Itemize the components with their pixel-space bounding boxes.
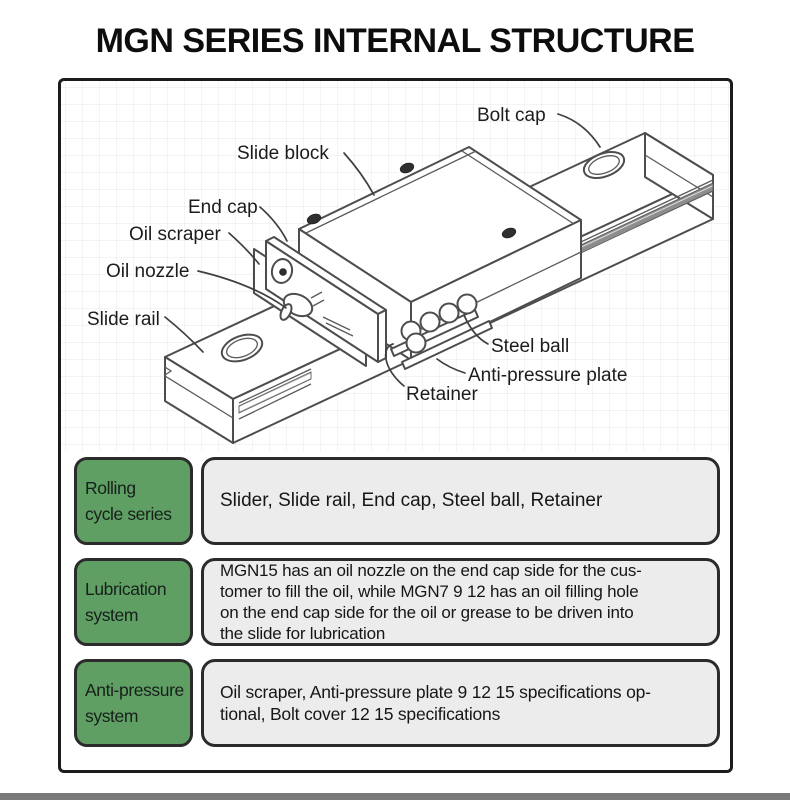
row-label-line: Anti-pressure bbox=[85, 680, 184, 700]
leader-anti-pressure-plate bbox=[436, 358, 466, 374]
leader-slide-rail bbox=[164, 316, 204, 353]
row-label-anti-pressure: Anti-pressure system bbox=[74, 659, 193, 747]
part-labels: Bolt cap Slide block End cap Oil scraper… bbox=[87, 105, 627, 405]
row-content-line: the slide for lubrication bbox=[220, 624, 386, 643]
row-label-line: system bbox=[85, 706, 139, 726]
row-label-line: cycle series bbox=[85, 504, 172, 524]
spec-row-anti-pressure: Anti-pressure system Oil scraper, Anti-p… bbox=[61, 659, 730, 747]
row-label-rolling-cycle: Rolling cycle series bbox=[74, 457, 193, 545]
leader-oil-scraper bbox=[228, 232, 260, 265]
footer-bar bbox=[0, 793, 790, 800]
leader-retainer bbox=[384, 343, 405, 387]
leader-steel-ball bbox=[463, 314, 489, 345]
label-oil-nozzle: Oil nozzle bbox=[106, 261, 189, 282]
leader-slide-block bbox=[343, 152, 375, 196]
label-anti-pressure-plate: Anti-pressure plate bbox=[468, 365, 627, 386]
label-end-cap: End cap bbox=[188, 197, 258, 218]
row-content-line: on the end cap side for the oil or greas… bbox=[220, 603, 634, 622]
label-steel-ball: Steel ball bbox=[491, 336, 569, 357]
leader-end-cap bbox=[259, 206, 288, 242]
linear-guide-illustration: Bolt cap Slide block End cap Oil scraper… bbox=[87, 105, 714, 444]
leader-lines bbox=[164, 113, 601, 387]
structure-board: Bolt cap Slide block End cap Oil scraper… bbox=[58, 78, 733, 773]
block-screw-hole bbox=[501, 227, 517, 239]
spec-row-rolling-cycle: Rolling cycle series Slider, Slide rail,… bbox=[61, 457, 730, 545]
bolt-cap-hole bbox=[582, 151, 626, 179]
label-oil-scraper: Oil scraper bbox=[129, 224, 222, 245]
label-slide-block: Slide block bbox=[237, 143, 329, 164]
label-retainer: Retainer bbox=[406, 384, 478, 405]
row-label-line: system bbox=[85, 605, 139, 625]
row-label-line: Lubrication bbox=[85, 579, 167, 599]
block-screw-hole bbox=[399, 162, 415, 174]
row-content-anti-pressure: Oil scraper, Anti-pressure plate 9 12 15… bbox=[201, 659, 720, 747]
rail-hole bbox=[220, 333, 264, 363]
row-content-line: Oil scraper, Anti-pressure plate 9 12 15… bbox=[220, 682, 651, 702]
oil-nozzle-drawing bbox=[279, 291, 354, 337]
spec-rows: Rolling cycle series Slider, Slide rail,… bbox=[61, 457, 730, 760]
spec-row-lubrication: Lubrication system MGN15 has an oil nozz… bbox=[61, 558, 730, 646]
steel-balls-drawing bbox=[400, 293, 478, 354]
row-content-line: Slider, Slide rail, End cap, Steel ball,… bbox=[220, 490, 603, 511]
label-slide-rail: Slide rail bbox=[87, 309, 160, 330]
anti-pressure-plate-drawing bbox=[401, 320, 493, 370]
row-content-rolling-cycle: Slider, Slide rail, End cap, Steel ball,… bbox=[201, 457, 720, 545]
diagram-panel: Bolt cap Slide block End cap Oil scraper… bbox=[61, 81, 730, 451]
label-bolt-cap: Bolt cap bbox=[477, 105, 546, 126]
row-content-line: tional, Bolt cover 12 15 specifications bbox=[220, 704, 501, 724]
row-label-lubrication: Lubrication system bbox=[74, 558, 193, 646]
row-content-line: tomer to fill the oil, while MGN7 9 12 h… bbox=[220, 582, 639, 601]
row-content-lubrication: MGN15 has an oil nozzle on the end cap s… bbox=[201, 558, 720, 646]
leader-oil-nozzle bbox=[197, 270, 287, 309]
page-title: MGN SERIES INTERNAL STRUCTURE bbox=[95, 22, 695, 60]
row-content-line: MGN15 has an oil nozzle on the end cap s… bbox=[220, 561, 642, 580]
row-label-line: Rolling bbox=[85, 478, 136, 498]
block-screw-hole bbox=[306, 213, 322, 225]
leader-bolt-cap bbox=[557, 113, 601, 148]
